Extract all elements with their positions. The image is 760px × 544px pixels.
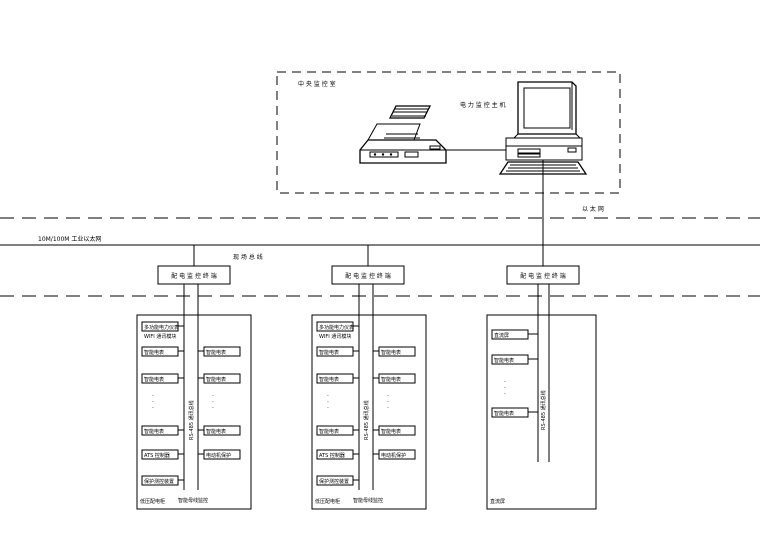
cabinet-1: RS-485 通讯总线 多功能电力仪表 WIFI 通讯模块 智能电表 智能电表 … bbox=[136, 284, 252, 510]
cabinet-footer-left: 低压配电柜 bbox=[140, 498, 165, 505]
device-label: 智能电表 bbox=[206, 376, 226, 383]
ellipsis-dot: · bbox=[152, 399, 154, 406]
device-box bbox=[378, 425, 416, 436]
ellipsis-dot: · bbox=[327, 393, 329, 400]
ellipsis-dot: · bbox=[327, 399, 329, 406]
ellipsis-dot: · bbox=[387, 399, 389, 406]
ellipsis-dot: · bbox=[387, 393, 389, 400]
computer-icon bbox=[498, 81, 588, 175]
device-label: 智能电表 bbox=[381, 349, 401, 356]
device-label: 多功能电力仪表 bbox=[319, 324, 354, 331]
ellipsis-dot: · bbox=[212, 393, 214, 400]
device-label: 智能电表 bbox=[319, 349, 339, 356]
device-sub-label: WIFI 通讯模块 bbox=[319, 333, 351, 340]
control-room-frame bbox=[276, 71, 621, 194]
terminal-box-3 bbox=[506, 265, 580, 285]
device-label: 多功能电力仪表 bbox=[144, 324, 179, 331]
ellipsis-dot: · bbox=[327, 405, 329, 412]
ellipsis-dot: · bbox=[504, 385, 506, 392]
terminal-box-1 bbox=[157, 265, 231, 285]
device-label: 电动机保护 bbox=[381, 452, 406, 459]
cabinet-3: RS-485 通讯总线 直流屏 智能电表 · · · 智能电表 直流屏 bbox=[486, 284, 597, 510]
device-label: 智能电表 bbox=[144, 349, 164, 356]
segment-label: 现 场 总 线 bbox=[233, 253, 263, 261]
rs485-label-1: RS-485 通讯总线 bbox=[188, 400, 195, 440]
ellipsis-dot: · bbox=[212, 399, 214, 406]
device-label: 直流屏 bbox=[494, 332, 509, 339]
device-label: 智能电表 bbox=[494, 410, 514, 417]
cabinet-footer-right: 智能母线监控 bbox=[353, 497, 383, 504]
cabinet-footer-left: 低压配电柜 bbox=[315, 498, 340, 505]
device-label: ATS 控制器 bbox=[319, 452, 345, 459]
rs485-label-2: RS-485 通讯总线 bbox=[363, 400, 370, 440]
device-label: 智能电表 bbox=[381, 428, 401, 435]
device-box bbox=[203, 346, 241, 357]
device-label: 智能电表 bbox=[206, 349, 226, 356]
device-box bbox=[203, 425, 241, 436]
ellipsis-dot: · bbox=[152, 393, 154, 400]
device-sub-label: WIFI 通讯模块 bbox=[144, 333, 176, 340]
device-label: ATS 控制器 bbox=[144, 452, 170, 459]
device-label: 智能电表 bbox=[206, 428, 226, 435]
ellipsis-dot: · bbox=[504, 391, 506, 398]
device-label: 智能电表 bbox=[144, 428, 164, 435]
terminal-label-1: 配 电 监 控 终 端 bbox=[171, 272, 217, 280]
cabinet-footer-right: 智能母线监控 bbox=[178, 497, 208, 504]
control-room-label: 中 央 监 控 室 bbox=[298, 80, 336, 88]
device-label: 智能电表 bbox=[319, 428, 339, 435]
ellipsis-dot: · bbox=[504, 379, 506, 386]
device-box bbox=[378, 449, 416, 460]
device-label: 智能电表 bbox=[381, 376, 401, 383]
device-box bbox=[378, 373, 416, 384]
rs485-label-3: RS-485 通讯总线 bbox=[540, 390, 547, 430]
computer-label: 电 力 监 控 主 机 bbox=[460, 101, 506, 109]
device-box bbox=[203, 373, 241, 384]
device-label: 保护测控装置 bbox=[144, 478, 174, 485]
backbone-label: 以 太 网 bbox=[582, 205, 604, 213]
terminal-label-3: 配 电 监 控 终 端 bbox=[520, 272, 566, 280]
ellipsis-dot: · bbox=[387, 405, 389, 412]
device-label: 智能电表 bbox=[494, 357, 514, 364]
device-label: 电动机保护 bbox=[206, 452, 231, 459]
cabinet-footer-left: 直流屏 bbox=[490, 498, 505, 505]
ellipsis-dot: · bbox=[152, 405, 154, 412]
device-label: 保护测控装置 bbox=[319, 478, 349, 485]
ellipsis-dot: · bbox=[212, 405, 214, 412]
device-box bbox=[203, 449, 241, 460]
cabinet-2: RS-485 通讯总线 多功能电力仪表 WIFI 通讯模块 智能电表 智能电表 … bbox=[311, 284, 427, 510]
terminal-label-2: 配 电 监 控 终 端 bbox=[345, 272, 391, 280]
device-label: 智能电表 bbox=[319, 376, 339, 383]
terminal-box-2 bbox=[331, 265, 405, 285]
device-box bbox=[378, 346, 416, 357]
bus-label: 10M/100M 工业以太网 bbox=[38, 235, 101, 243]
printer-icon bbox=[359, 105, 447, 164]
device-label: 智能电表 bbox=[144, 376, 164, 383]
